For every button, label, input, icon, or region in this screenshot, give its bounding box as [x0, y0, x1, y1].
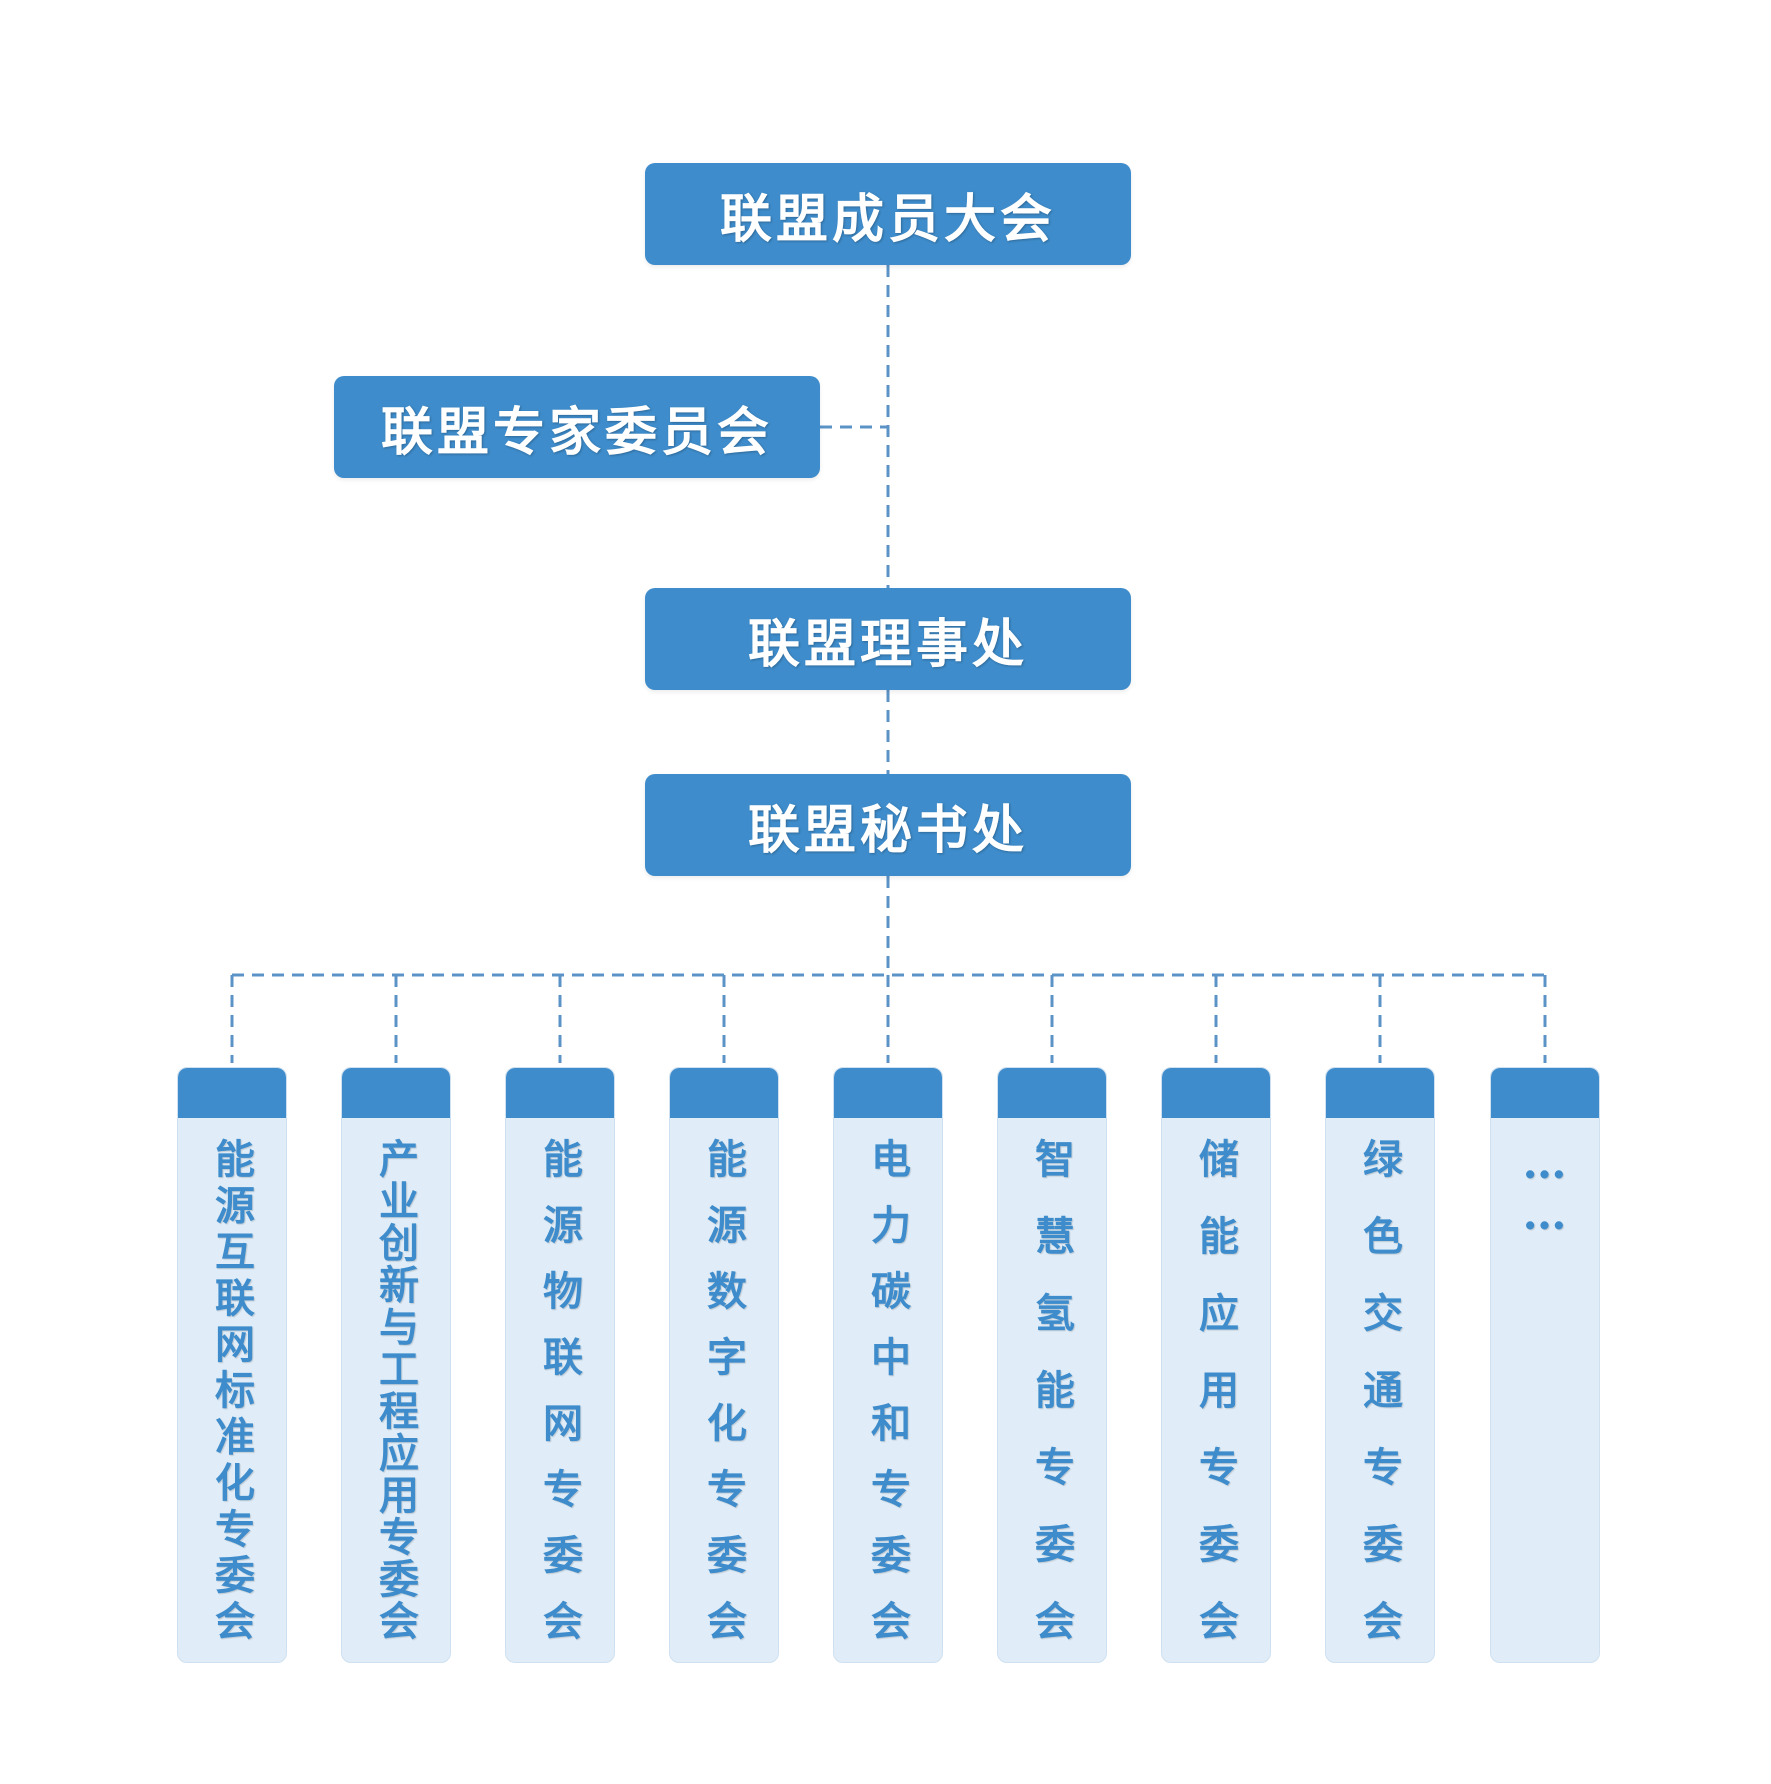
secretariat-label: 联盟秘书处 — [747, 799, 1028, 861]
committee-cap — [998, 1068, 1106, 1118]
committee-more: …… — [1490, 1067, 1600, 1663]
council-label: 联盟理事处 — [747, 613, 1028, 675]
committee-power-carbon-neutral: 电力碳中和专委会 — [833, 1067, 943, 1663]
committee-cap — [506, 1068, 614, 1118]
committee-energy-storage: 储能应用专委会 — [1161, 1067, 1271, 1663]
expert-committee-label: 联盟专家委员会 — [380, 401, 773, 463]
committee-smart-hydrogen: 智慧氢能专委会 — [997, 1067, 1107, 1663]
committee-industry-innovation-engineering: 产业创新与工程应用专委会 — [341, 1067, 451, 1663]
committee-cap — [342, 1068, 450, 1118]
committee-energy-digitalization: 能源数字化专委会 — [669, 1067, 779, 1663]
committee-cap — [1491, 1068, 1599, 1118]
committee-label: 能源互联网标准化专委会 — [208, 1138, 255, 1640]
general-assembly-label: 联盟成员大会 — [719, 188, 1056, 250]
secretariat-box: 联盟秘书处 — [645, 774, 1131, 876]
expert-committee-box: 联盟专家委员会 — [334, 376, 820, 478]
committee-label: 智慧氢能专委会 — [1028, 1138, 1075, 1640]
committee-label: 能源数字化专委会 — [700, 1138, 747, 1640]
council-box: 联盟理事处 — [645, 588, 1131, 690]
ellipsis-label: …… — [1519, 1138, 1570, 1240]
general-assembly-box: 联盟成员大会 — [645, 163, 1131, 265]
committee-label: 能源物联网专委会 — [536, 1138, 583, 1640]
committee-green-transport: 绿色交通专委会 — [1325, 1067, 1435, 1663]
committee-cap — [670, 1068, 778, 1118]
committee-cap — [1326, 1068, 1434, 1118]
committee-label: 储能应用专委会 — [1192, 1138, 1239, 1640]
committee-label: 绿色交通专委会 — [1356, 1138, 1403, 1640]
committee-cap — [178, 1068, 286, 1118]
committee-label: 电力碳中和专委会 — [864, 1138, 911, 1640]
committee-energy-iot: 能源物联网专委会 — [505, 1067, 615, 1663]
committee-energy-internet-standardization: 能源互联网标准化专委会 — [177, 1067, 287, 1663]
committee-label: 产业创新与工程应用专委会 — [372, 1138, 419, 1640]
committee-cap — [1162, 1068, 1270, 1118]
committee-cap — [834, 1068, 942, 1118]
